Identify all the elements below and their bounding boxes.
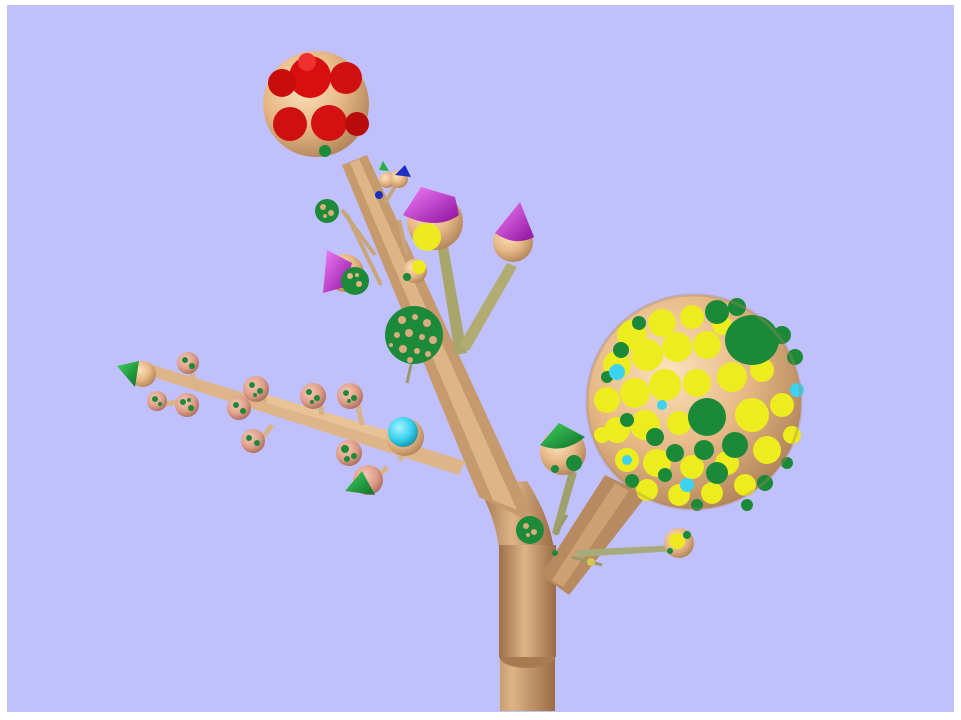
node-small-green-1[interactable] [315,199,339,223]
branch-olive-2 [459,263,517,351]
branch-left-long [147,365,465,475]
node-fork-green[interactable] [516,516,595,566]
node-pink-5[interactable] [227,396,251,420]
node-magenta-cone-1[interactable] [403,187,463,251]
node-pink-6[interactable] [300,383,326,409]
node-cyan[interactable] [386,417,424,456]
node-small-yellow[interactable] [403,259,427,283]
node-pink-3[interactable] [175,393,199,417]
node-magenta-cone-3[interactable] [323,250,369,295]
node-green-cone-lower[interactable] [345,465,383,495]
branch-small-right [552,471,577,535]
node-pink-1[interactable] [177,352,199,374]
node-red-sphere[interactable] [263,51,369,157]
node-green-cone-right[interactable] [540,423,586,475]
node-yellow-right[interactable] [664,528,694,558]
node-pink-9[interactable] [336,440,362,466]
branch-olive-1 [437,241,467,355]
tree-canvas [117,51,804,711]
node-green-dotted[interactable] [385,306,443,364]
node-magenta-cone-2[interactable] [493,202,534,262]
node-pink-4[interactable] [243,376,269,402]
node-pink-8[interactable] [241,429,265,453]
node-pink-7[interactable] [337,383,363,409]
node-pink-2[interactable] [147,391,167,411]
branch-small-right-2 [577,545,677,557]
node-small-blue[interactable] [375,161,411,199]
3d-tree-viewport[interactable] [7,5,954,712]
node-big-sphere[interactable] [585,293,804,511]
node-green-cone-left[interactable] [117,361,156,387]
